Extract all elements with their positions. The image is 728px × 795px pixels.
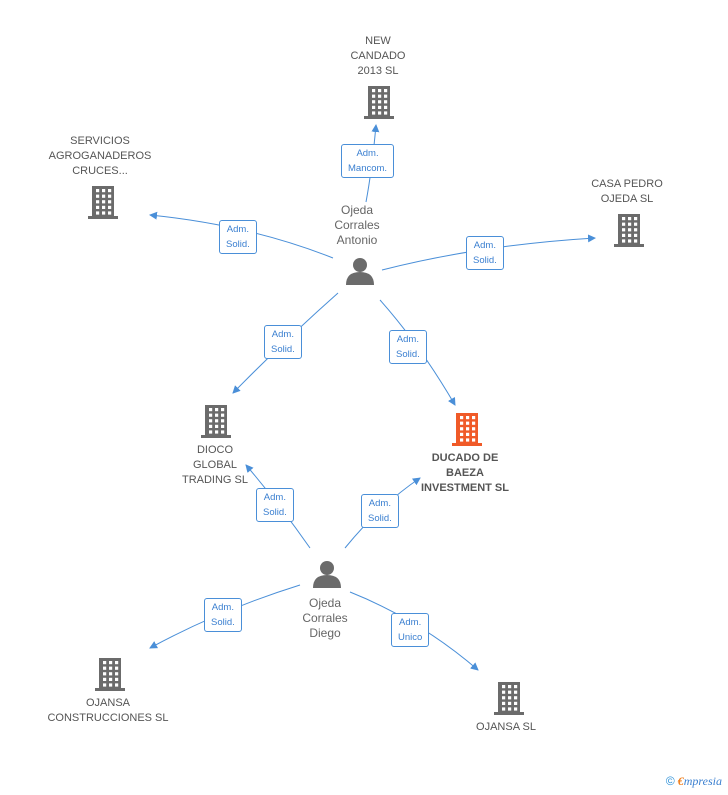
company-casa-pedro-label[interactable]: CASA PEDRO OJEDA SL [591,178,663,205]
new-candado-building-icon[interactable] [364,86,394,119]
servicios-building-icon[interactable] [88,186,118,219]
antonio-person-icon[interactable] [346,258,374,285]
company-new-candado-label[interactable]: NEW CANDADO 2013 SL [350,35,406,77]
person-antonio-label[interactable]: Ojeda Corrales Antonio [334,203,380,247]
edge-label-solid: Adm.Solid. [204,598,242,632]
brand-logo[interactable]: © €mpresia [666,774,722,789]
dioco-building-icon[interactable] [201,405,231,438]
edge-label-unico: Adm.Unico [391,613,430,647]
ducado-building-icon[interactable] [452,413,482,446]
edge-label-solid: Adm.Solid. [219,220,257,254]
company-ojansa-label[interactable]: OJANSA SL [476,721,536,733]
casa-pedro-building-icon[interactable] [614,214,644,247]
edge-label-mancom: Adm.Mancom. [341,144,395,178]
person-diego-label[interactable]: Ojeda Corrales Diego [302,596,348,640]
company-dioco-label[interactable]: DIOCO GLOBAL TRADING SL [181,444,248,486]
brand-name: mpresia [683,774,722,788]
edge-label-solid: Adm.Solid. [389,330,427,364]
empresia-e-icon: € [677,774,684,788]
edge-label-solid: Adm.Solid. [361,494,399,528]
company-ojansa-cons-label[interactable]: OJANSA CONSTRUCCIONES SL [47,697,169,724]
diego-person-icon[interactable] [313,561,341,588]
edge-label-solid: Adm.Solid. [264,325,302,359]
ojansa-cons-building-icon[interactable] [95,658,125,691]
ojansa-building-icon[interactable] [494,682,524,715]
company-ducado-label[interactable]: DUCADO DE BAEZA INVESTMENT SL [420,452,509,494]
copyright-icon: © [665,774,675,788]
edge-label-solid: Adm.Solid. [256,488,294,522]
edge-label-solid: Adm.Solid. [466,236,504,270]
company-servicios-label[interactable]: SERVICIOS AGROGANADEROS CRUCES... [48,135,152,177]
